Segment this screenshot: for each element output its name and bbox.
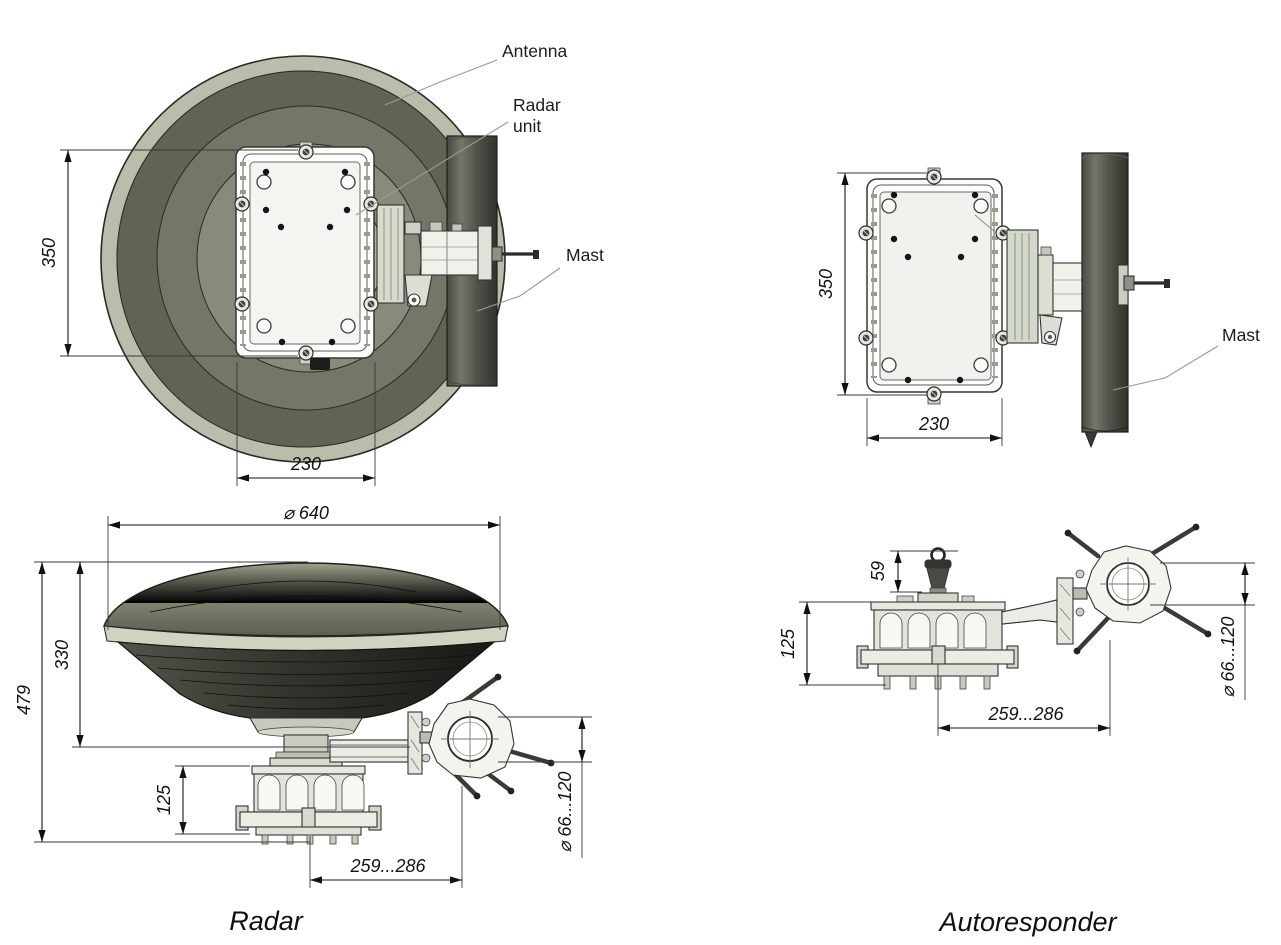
- dim-text-330: 330: [52, 640, 72, 670]
- radar-top-view: 350 230 Antenna Radar unit Mast: [39, 41, 604, 486]
- dim-text-350-right: 350: [816, 269, 836, 299]
- dim-auto-mast-diameter: ⌀ 66...120: [1150, 562, 1255, 700]
- autoresponder-antenna-knob: [896, 547, 975, 603]
- callout-mast-left: Mast: [476, 245, 604, 312]
- dim-radar-axis-to-mast: 259...286: [309, 786, 463, 888]
- mast-cylinder-right: [1081, 152, 1170, 449]
- autoresponder-electronics-box: [856, 601, 1019, 690]
- dim-radar-top-height: 350: [39, 149, 298, 357]
- dim-auto-antenna-height: 59: [868, 550, 958, 593]
- dim-text-125: 125: [154, 784, 174, 815]
- antenna-label: Antenna: [502, 41, 567, 61]
- radar-pedestal: [249, 717, 363, 767]
- mast-label-right: Mast: [1222, 325, 1260, 345]
- radar-unit-label-line2: unit: [513, 116, 541, 136]
- dim-text-259-286-right: 259...286: [987, 704, 1064, 724]
- dim-text-66-120-right: ⌀ 66...120: [1218, 617, 1238, 698]
- dim-text-59: 59: [868, 561, 888, 581]
- callout-radar-unit: Radar unit: [355, 95, 561, 216]
- autoresponder-top-view: 350 230 Mast: [816, 152, 1260, 449]
- dim-text-479: 479: [14, 685, 34, 715]
- radar-caption: Radar: [229, 906, 304, 936]
- dim-radar-mast-diameter: ⌀ 66...120: [498, 716, 592, 858]
- dim-auto-unit-height: 125: [778, 601, 886, 686]
- mast-clamp-assembly: [376, 204, 539, 307]
- autoresponder-caption: Autoresponder: [937, 907, 1117, 937]
- autoresponder-mast-clamp: [1001, 523, 1212, 655]
- autoresponder-side-view: 59 125 259...286 ⌀ 66...120 Autoresponde…: [778, 523, 1255, 937]
- callout-antenna: Antenna: [384, 41, 567, 106]
- dim-auto-top-height: 350: [816, 172, 928, 396]
- radar-side-view: ⌀ 640 479 330 125 259...286: [14, 503, 592, 936]
- radar-electronics-box: [235, 765, 382, 845]
- dim-radar-diameter: ⌀ 640: [107, 503, 501, 630]
- radar-unit-label-line1: Radar: [513, 95, 561, 115]
- dim-radar-top-width: 230: [236, 362, 376, 486]
- dim-text-125-right: 125: [778, 628, 798, 659]
- dim-text-230-right: 230: [918, 414, 949, 434]
- callout-mast-right: Mast: [1112, 325, 1260, 391]
- mast-label: Mast: [566, 245, 604, 265]
- autoresponder-unit-plate: [858, 167, 1011, 405]
- dim-text-230: 230: [290, 454, 321, 474]
- cable-connector: [310, 358, 330, 370]
- dim-text-640: ⌀ 640: [283, 503, 329, 523]
- dim-radar-antenna-height: 330: [52, 562, 410, 748]
- dim-auto-top-width: 230: [866, 398, 1003, 446]
- radar-mast-clamp: [329, 673, 555, 800]
- dim-text-259-286: 259...286: [349, 856, 426, 876]
- dim-text-66-120: ⌀ 66...120: [555, 772, 575, 853]
- radar-unit-plate: [234, 141, 379, 370]
- dim-radar-unit-height: 125: [154, 765, 250, 835]
- dim-auto-axis-to-mast: 259...286: [937, 640, 1111, 736]
- radar-dome: [103, 562, 509, 719]
- dim-text-350: 350: [39, 238, 59, 268]
